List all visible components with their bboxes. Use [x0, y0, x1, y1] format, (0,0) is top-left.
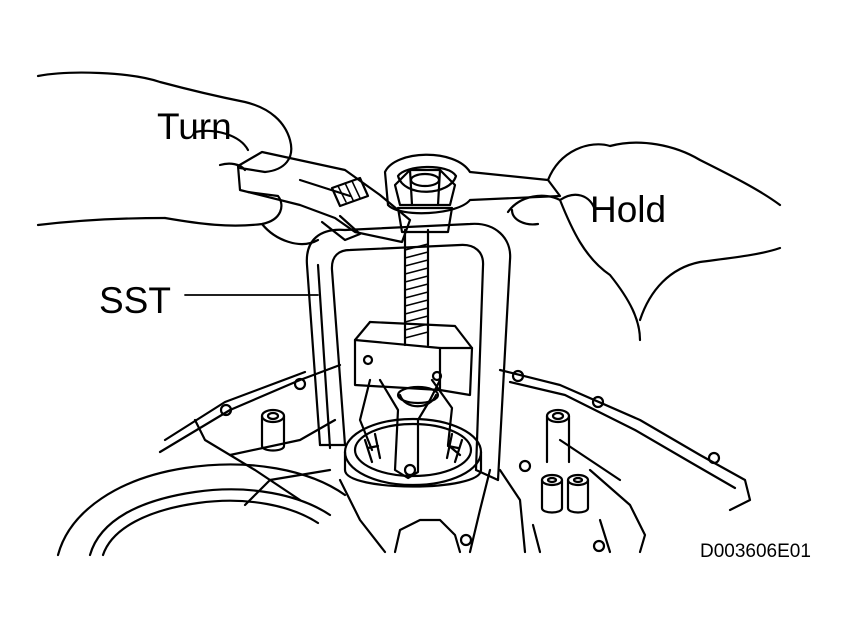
cross-block: [353, 320, 474, 397]
forcing-screw: [393, 168, 457, 347]
figure-code: D003606E01: [700, 541, 811, 562]
left-hand: [36, 71, 320, 245]
hold-label: Hold: [590, 189, 667, 230]
left-bore-outer: [56, 463, 347, 557]
boss-right: [545, 408, 571, 464]
housing: [56, 363, 752, 557]
sst-frame[interactable]: [305, 222, 512, 482]
right-hand: [506, 141, 782, 342]
bearing: [343, 417, 483, 488]
left-bore-inner: [88, 488, 332, 557]
boss-pair: [540, 473, 590, 514]
sst-label: SST: [99, 280, 171, 321]
puller-jaws: [358, 378, 462, 480]
hold-wrench: [383, 153, 562, 215]
boss-left: [260, 408, 286, 452]
turn-label: Turn: [157, 106, 232, 147]
